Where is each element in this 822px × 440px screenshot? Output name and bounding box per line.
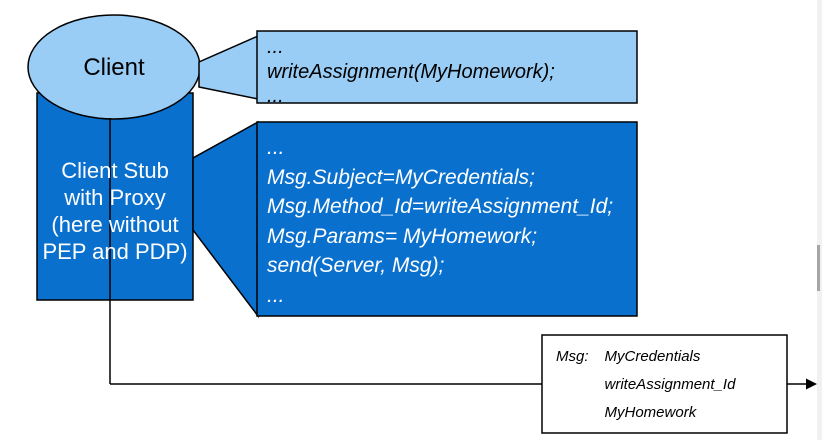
code-callout-line: Msg.Method_Id=writeAssignment_Id; bbox=[267, 195, 614, 218]
message-box-content: Msg: MyCredentials writeAssignment_Id My… bbox=[556, 343, 735, 427]
client-stub-label-line: Client Stub bbox=[61, 158, 169, 183]
client-label: Client bbox=[83, 54, 145, 81]
call-callout-line: writeAssignment(MyHomework); bbox=[267, 60, 555, 83]
call-callout-line: ... bbox=[267, 85, 284, 107]
client-stub-label-line: (here without bbox=[51, 212, 179, 237]
client-stub-box bbox=[36, 92, 194, 301]
call-callout-line: ... bbox=[267, 36, 284, 58]
message-box-values: MyCredentials writeAssignment_Id MyHomew… bbox=[605, 343, 736, 427]
message-box-value: writeAssignment_Id bbox=[604, 376, 736, 393]
client-stub-label-line: with Proxy bbox=[64, 185, 166, 210]
call-callout-text: ... writeAssignment(MyHomework); ... bbox=[267, 35, 555, 109]
arrowhead-icon bbox=[806, 378, 817, 390]
client-stub-label-line: PEP and PDP) bbox=[42, 239, 188, 264]
call-callout-body bbox=[256, 30, 638, 104]
call-callout-pointer bbox=[198, 34, 259, 100]
message-box bbox=[541, 334, 788, 434]
code-callout-line: Msg.Params= MyHomework; bbox=[267, 224, 538, 248]
code-callout-pointer bbox=[192, 120, 259, 319]
code-callout-line: send(Server, Msg); bbox=[267, 254, 445, 277]
code-callout-line: Msg.Subject=MyCredentials; bbox=[267, 165, 535, 189]
scrollbar-thumb[interactable] bbox=[817, 245, 820, 291]
message-box-value: MyHomework bbox=[604, 404, 697, 421]
code-callout-line: ... bbox=[267, 136, 285, 159]
client-stub-label: Client Stub with Proxy (here without PEP… bbox=[37, 157, 193, 265]
code-callout-body bbox=[256, 121, 638, 317]
code-callout-line: ... bbox=[267, 283, 285, 307]
message-box-value: MyCredentials bbox=[604, 348, 701, 365]
message-box-label: Msg: bbox=[556, 348, 589, 365]
scrollbar[interactable] bbox=[817, 0, 822, 440]
code-callout-text: ... Msg.Subject=MyCredentials; Msg.Metho… bbox=[267, 133, 613, 310]
